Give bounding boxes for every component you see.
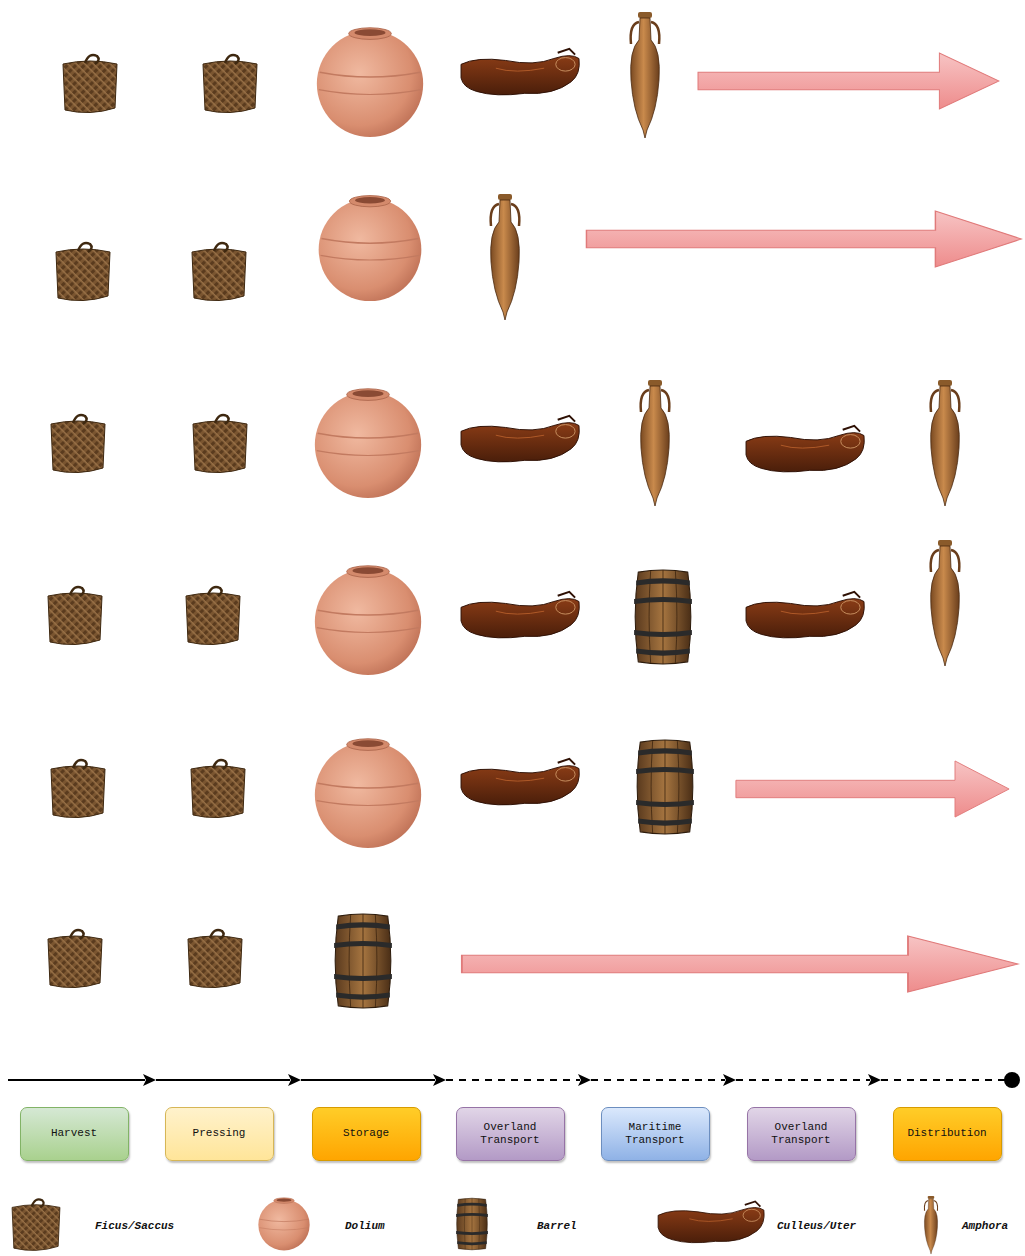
stage-label: Pressing <box>193 1127 246 1140</box>
legend-label: Amphora <box>962 1220 1008 1232</box>
stage-label: Overland Transport <box>756 1121 847 1147</box>
legend-label: Culleus/Uter <box>777 1220 856 1232</box>
stage-label: Distribution <box>907 1127 986 1140</box>
stage-box: Overland Transport <box>456 1107 565 1161</box>
stage-box: Pressing <box>165 1107 274 1161</box>
legend-label: Barrel <box>537 1220 577 1232</box>
stage-label: Overland Transport <box>465 1121 556 1147</box>
legend-label: Ficus/Saccus <box>95 1220 174 1232</box>
stage-box: Overland Transport <box>747 1107 856 1161</box>
stage-box: Distribution <box>893 1107 1002 1161</box>
legend-label: Dolium <box>345 1220 385 1232</box>
stage-label: Harvest <box>51 1127 97 1140</box>
stage-label: Storage <box>343 1127 389 1140</box>
stage-label: Maritime Transport <box>610 1121 701 1147</box>
stage-box: Harvest <box>20 1107 129 1161</box>
stage-box: Storage <box>312 1107 421 1161</box>
stage-box: Maritime Transport <box>601 1107 710 1161</box>
